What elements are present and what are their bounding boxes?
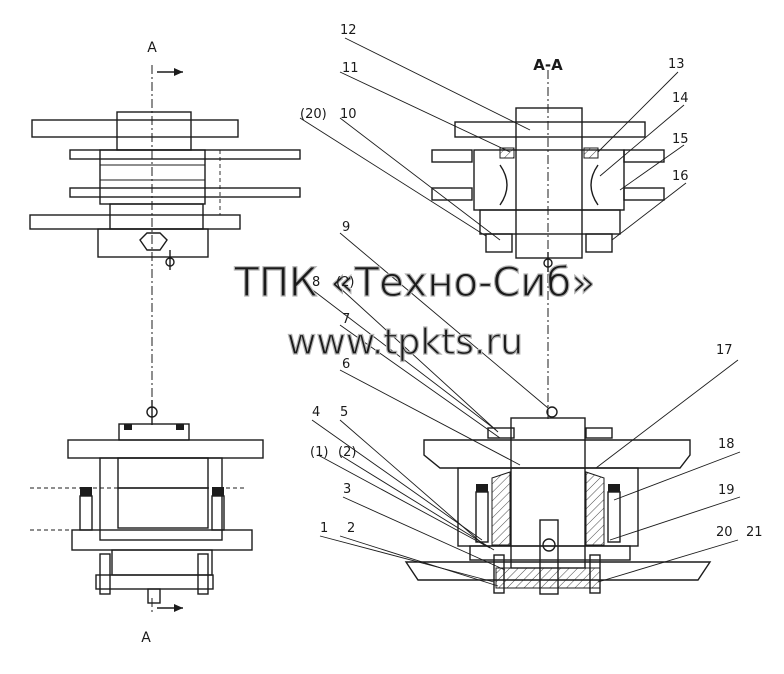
callout-16: 16: [672, 169, 689, 184]
watermark-line1: ТПК «Техно-Сиб»: [234, 260, 596, 306]
callout-2: 2: [347, 521, 355, 536]
callout-1: 1: [320, 521, 328, 536]
callout-15: 15: [672, 132, 689, 147]
view-a-label-bottom: А: [141, 630, 151, 646]
section-aa-label: А-А: [533, 56, 563, 74]
view-a-bottom-assembly: [30, 400, 264, 615]
callout-7: 7: [342, 312, 350, 327]
view-a-top-assembly: [29, 65, 301, 420]
callout-numbers: 12 11 (20) 10 13 14 15 16 9 8 (2) 7 6 4 …: [300, 23, 763, 540]
callout-6: 6: [342, 357, 350, 372]
view-a-label-top: А: [147, 40, 157, 56]
callout-p2a: (2): [336, 275, 354, 290]
callout-p1: (1): [310, 445, 328, 460]
leader-lines: [299, 37, 741, 587]
callout-3: 3: [343, 482, 351, 497]
callout-14: 14: [672, 91, 689, 106]
section-aa-top-assembly: [431, 70, 665, 420]
callout-10: 10: [340, 107, 357, 122]
watermark: ТПК «Техно-Сиб» www.tpkts.ru: [233, 259, 596, 363]
callout-19: 19: [718, 483, 735, 498]
callout-21: 21: [746, 525, 763, 540]
callout-17: 17: [716, 343, 733, 358]
callout-5: 5: [340, 405, 348, 420]
callout-p20: (20): [300, 107, 327, 122]
callout-13: 13: [668, 57, 685, 72]
watermark-line2: www.tpkts.ru: [287, 322, 523, 363]
callout-20: 20: [716, 525, 733, 540]
callout-9: 9: [342, 220, 350, 235]
callout-4: 4: [312, 405, 320, 420]
section-labels: А А А-А: [141, 40, 563, 646]
section-aa-bottom-assembly: [404, 406, 712, 595]
callout-p2b: (2): [338, 445, 356, 460]
callout-11: 11: [342, 61, 359, 76]
callout-18: 18: [718, 437, 735, 452]
callout-8: 8: [312, 275, 320, 290]
callout-12: 12: [340, 23, 357, 38]
